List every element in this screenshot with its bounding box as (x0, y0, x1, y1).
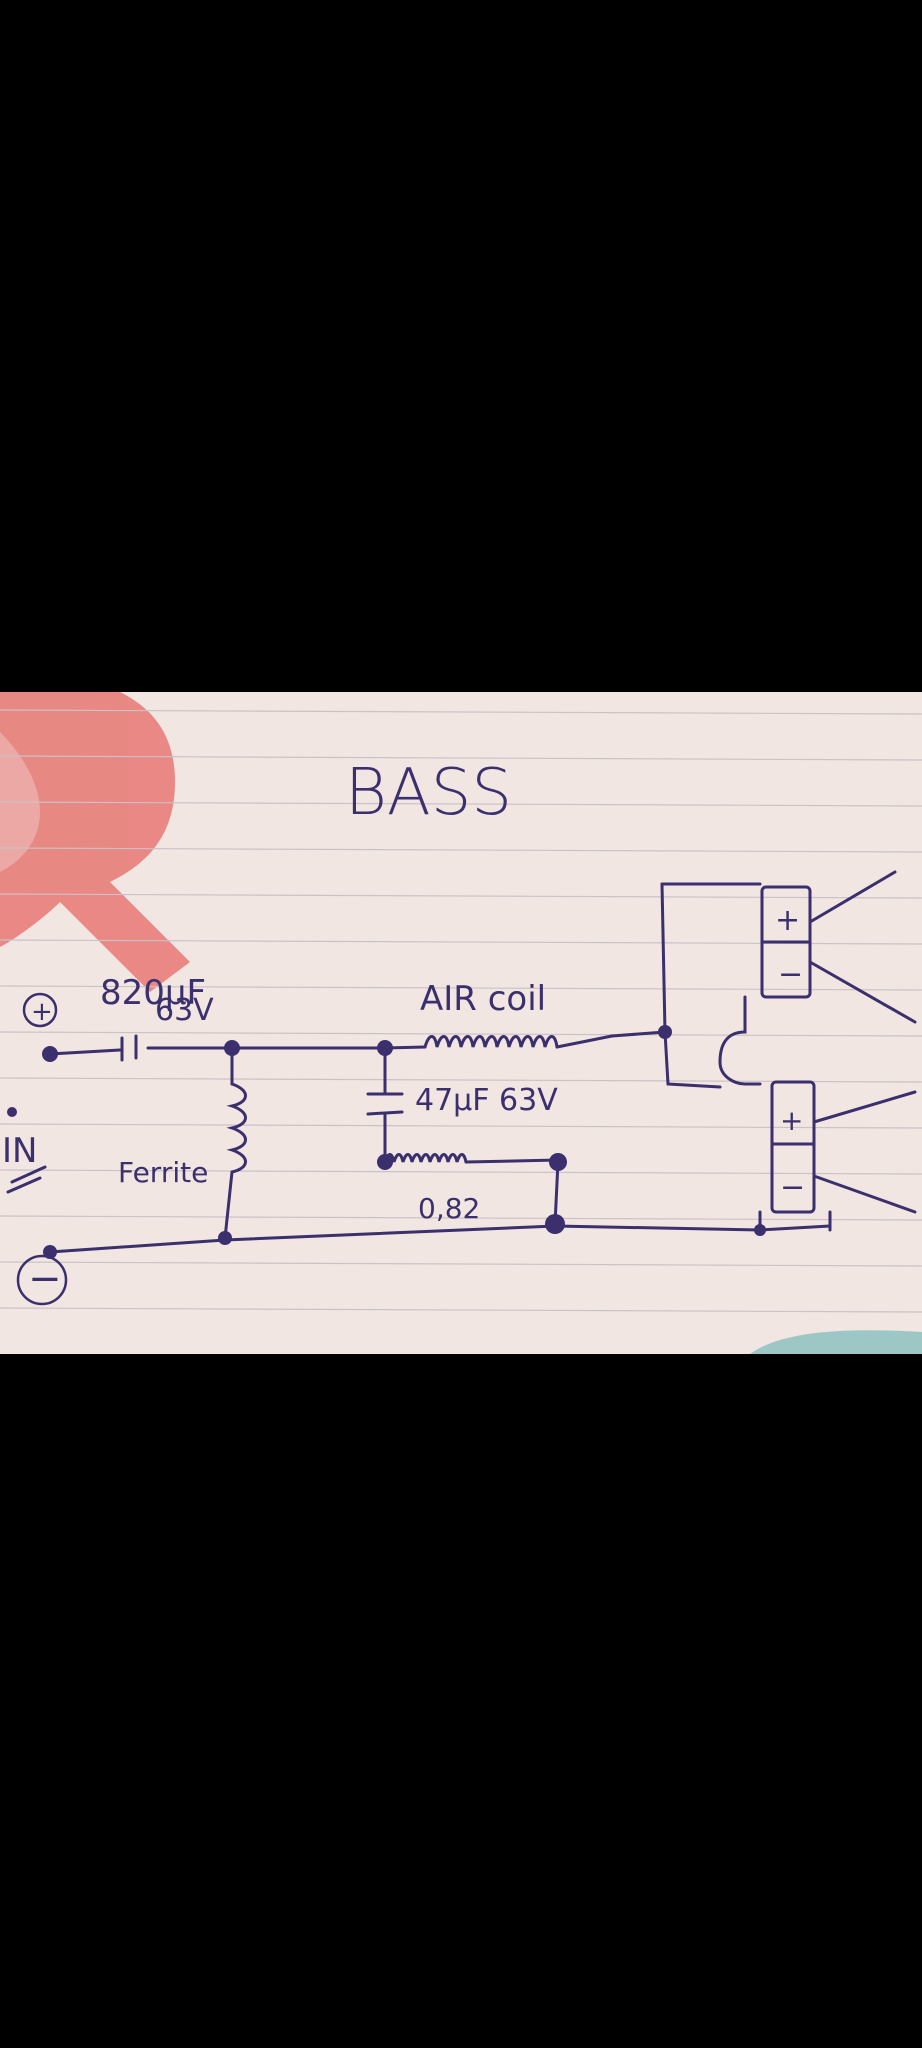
diagram-title: BASS (345, 756, 512, 830)
ruled-lines (0, 709, 922, 1313)
circuit-wires (6, 870, 917, 1254)
speaker1-minus-label: − (778, 957, 803, 992)
plus-terminal-label: + (31, 997, 53, 1027)
speaker2-minus-label: − (780, 1170, 805, 1205)
bottom-black-area (0, 1354, 922, 2048)
minus-terminal-icon (16, 1254, 68, 1306)
schematic-photo: BASS + − IN 820µF 63V Ferrite AIR coil 4… (0, 692, 922, 1354)
cap1-voltage-label: 63V (155, 993, 214, 1028)
top-black-area (0, 0, 922, 692)
speaker1-plus-label: + (775, 903, 800, 938)
input-label: IN (2, 1131, 37, 1171)
cap2-label: 47µF 63V (415, 1083, 558, 1118)
cap1-value-label: 820µF (100, 973, 206, 1013)
inductor2-label: AIR coil (420, 979, 546, 1019)
teal-corner-decoration (750, 1330, 922, 1354)
speaker2-plus-label: + (780, 1104, 803, 1137)
resistor-label: 0,82 (418, 1192, 480, 1225)
junction-dots (7, 1025, 766, 1259)
terminal-circles (16, 992, 68, 1306)
minus-terminal-label: − (28, 1256, 62, 1302)
inductor1-label: Ferrite (118, 1156, 208, 1189)
plus-terminal-icon (22, 992, 58, 1028)
